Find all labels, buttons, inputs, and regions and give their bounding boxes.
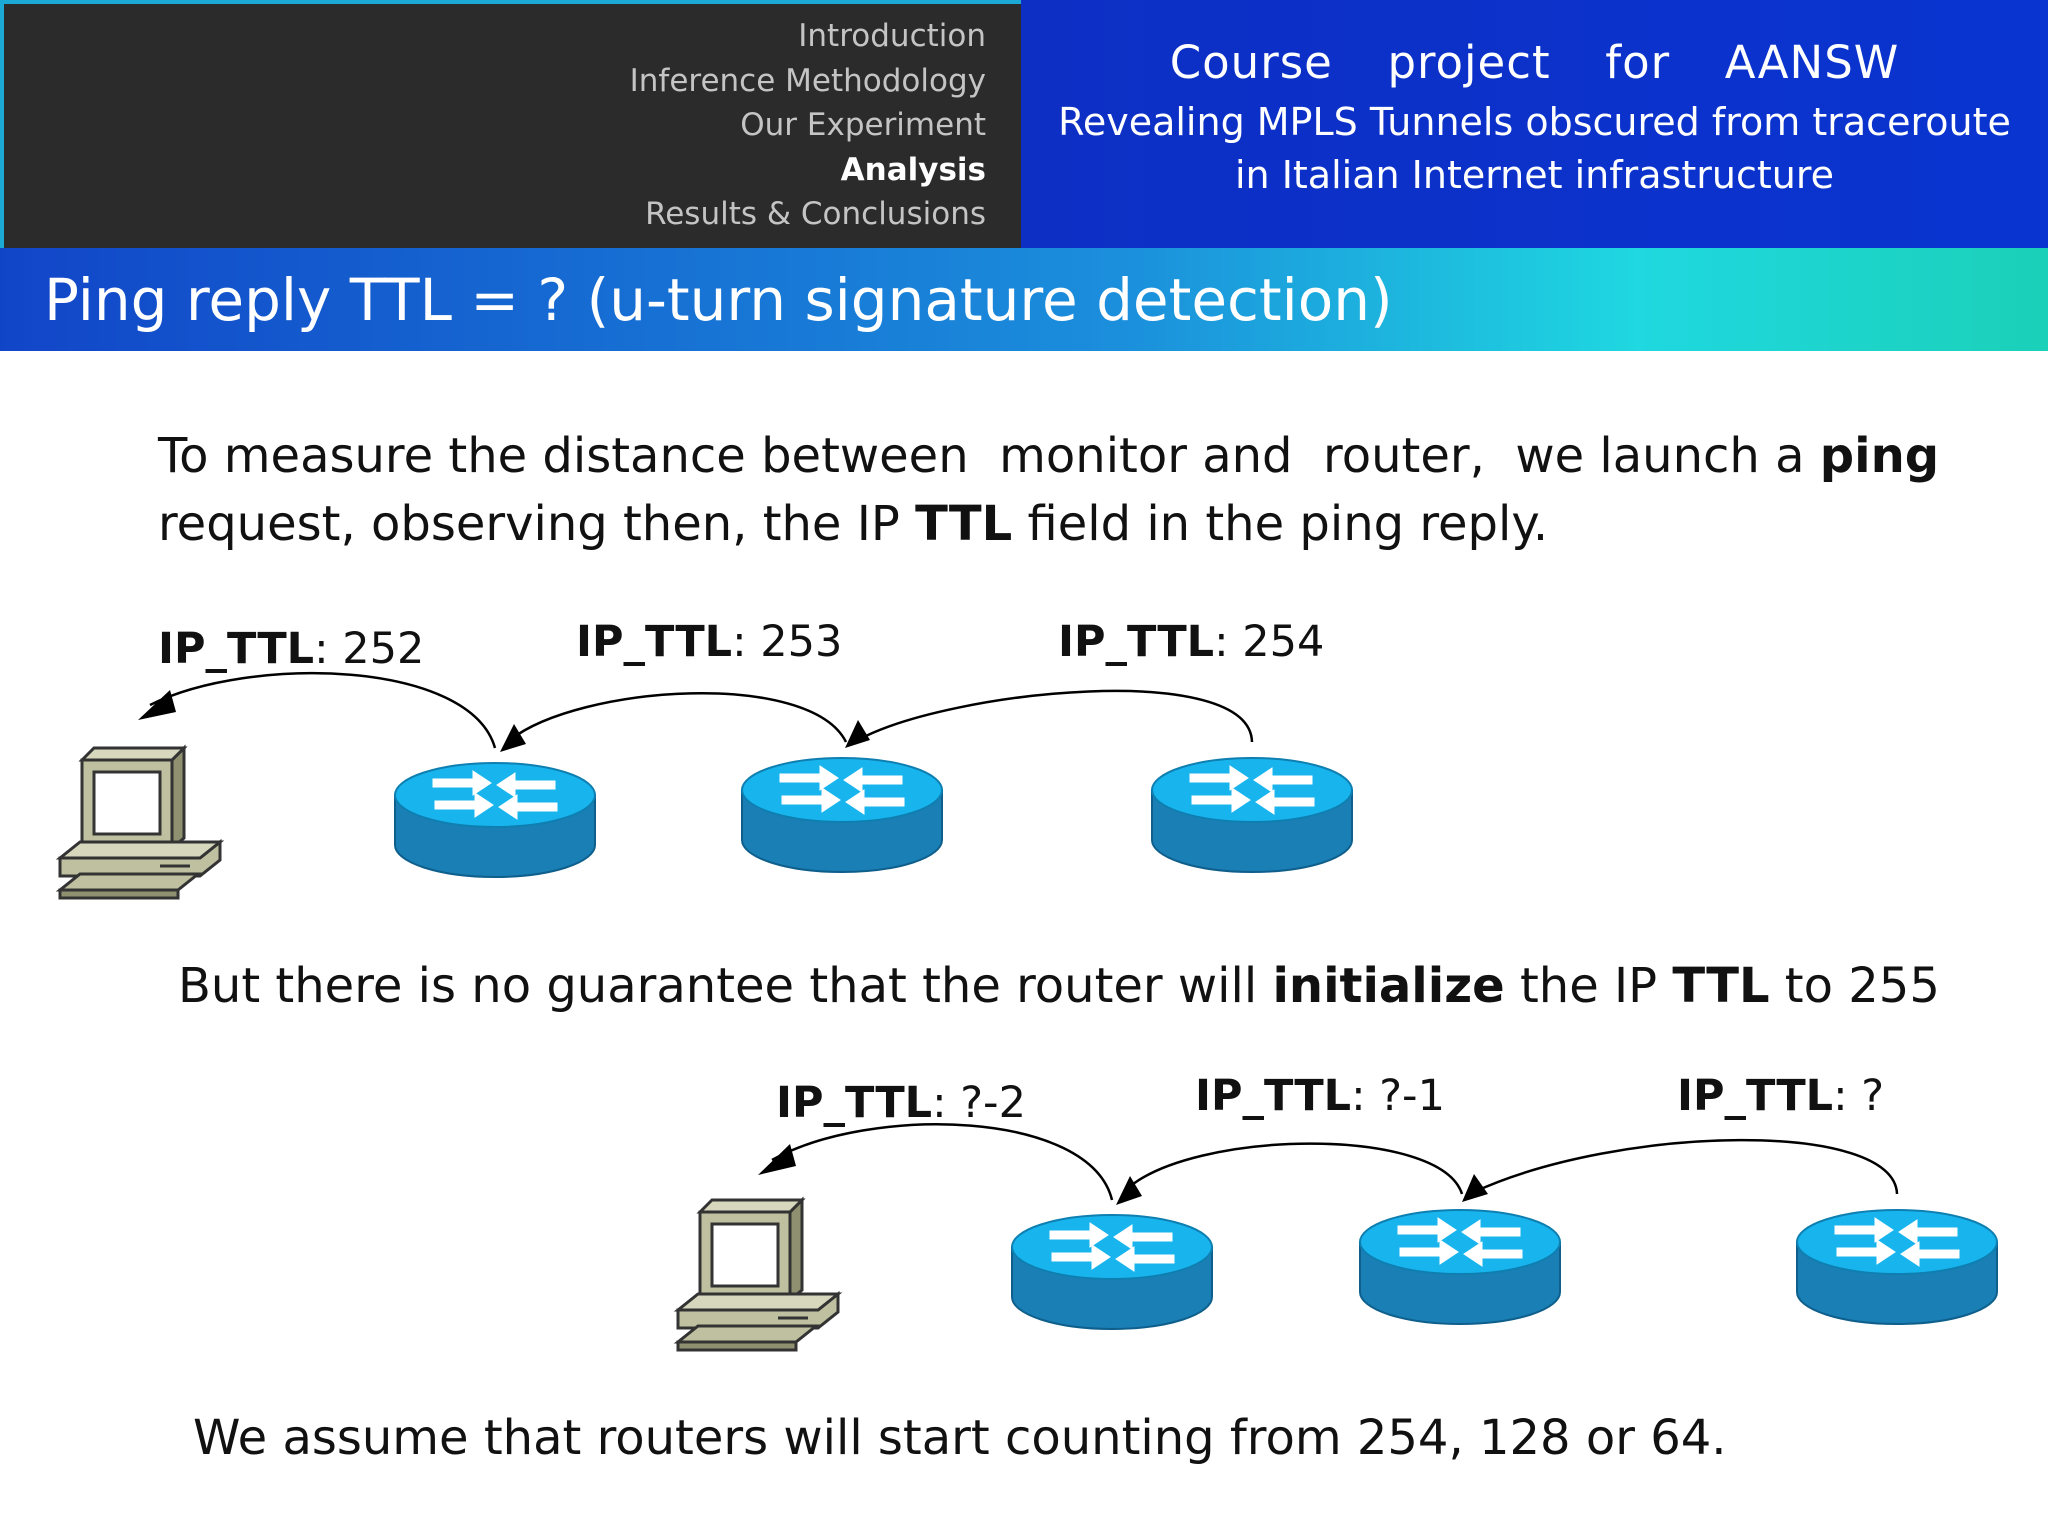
ttl-label-top-3: IP_TTL: 254 xyxy=(1058,617,1324,667)
ttl-key: IP_TTL xyxy=(1058,617,1215,667)
course-subtitle-line1: Revealing MPLS Tunnels obscured from tra… xyxy=(1058,100,2011,144)
section-nav: Introduction Inference Methodology Our E… xyxy=(0,0,1021,248)
slide-title: Ping reply TTL = ? (u-turn signature det… xyxy=(44,266,1393,334)
router-icon xyxy=(1151,757,1353,873)
intro-line-1: To measure the distance between monitor … xyxy=(158,428,1939,484)
ttl-value: : ?-1 xyxy=(1351,1071,1445,1121)
ttl-key: IP_TTL xyxy=(158,624,315,674)
computer-icon xyxy=(676,1198,840,1352)
ttl-value: : 253 xyxy=(732,617,843,667)
ttl-value: : 254 xyxy=(1214,617,1325,667)
computer-icon xyxy=(58,746,222,900)
ttl-label-top-1: IP_TTL: 252 xyxy=(158,624,424,674)
middle-text-1: But there is no guarantee that the route… xyxy=(178,958,1273,1014)
middle-bold-1: initialize xyxy=(1272,958,1505,1014)
nav-item-introduction[interactable]: Introduction xyxy=(798,18,986,54)
ttl-label-bottom-3: IP_TTL: ? xyxy=(1677,1071,1884,1121)
intro-line2-text: request, observing then, the IP xyxy=(158,496,916,552)
nav-item-analysis[interactable]: Analysis xyxy=(840,151,986,188)
conclusion-text: We assume that routers will start counti… xyxy=(193,1410,1727,1466)
intro-line1-text: To measure the distance between monitor … xyxy=(158,428,1820,484)
intro-line2-tail: field in the ping reply. xyxy=(1012,496,1549,552)
middle-statement: But there is no guarantee that the route… xyxy=(178,958,1940,1014)
slide-title-bar: Ping reply TTL = ? (u-turn signature det… xyxy=(0,248,2048,351)
ttl-key: IP_TTL xyxy=(1677,1071,1834,1121)
ttl-key: IP_TTL xyxy=(776,1078,933,1128)
nav-item-inference-methodology[interactable]: Inference Methodology xyxy=(629,62,986,99)
bottom-reply-arrows xyxy=(771,1123,1899,1201)
ttl-key: IP_TTL xyxy=(576,617,733,667)
router-icon xyxy=(741,757,943,873)
ttl-value: : ?-2 xyxy=(932,1078,1026,1128)
ttl-label-bottom-2: IP_TTL: ?-1 xyxy=(1195,1071,1445,1121)
ttl-value: : ? xyxy=(1833,1071,1885,1121)
top-reply-arrows xyxy=(149,671,1254,749)
nav-item-our-experiment[interactable]: Our Experiment xyxy=(740,107,986,143)
middle-text-3: to 255 xyxy=(1769,958,1940,1014)
ttl-key: IP_TTL xyxy=(1195,1071,1352,1121)
course-title: Course project for AANSW xyxy=(1169,36,1900,89)
router-icon xyxy=(1011,1214,1213,1330)
section-nav-list: Introduction Inference Methodology Our E… xyxy=(630,14,986,237)
middle-text-2: the IP xyxy=(1504,958,1673,1014)
router-icon xyxy=(1796,1209,1998,1325)
intro-line1-bold: ping xyxy=(1819,428,1940,484)
middle-bold-2: TTL xyxy=(1672,958,1770,1014)
intro-line2-bold: TTL xyxy=(915,496,1013,552)
nav-item-results-conclusions[interactable]: Results & Conclusions xyxy=(645,196,986,232)
router-icon xyxy=(394,762,596,878)
ttl-label-bottom-1: IP_TTL: ?-2 xyxy=(776,1078,1026,1128)
course-subtitle-line2: in Italian Internet infrastructure xyxy=(1234,153,1835,197)
course-header: Course project for AANSW Revealing MPLS … xyxy=(1021,0,2048,248)
router-icon xyxy=(1359,1209,1561,1325)
ttl-label-top-2: IP_TTL: 253 xyxy=(576,617,842,667)
ttl-value: : 252 xyxy=(314,624,425,674)
intro-line-2: request, observing then, the IP TTL fiel… xyxy=(158,496,1548,552)
